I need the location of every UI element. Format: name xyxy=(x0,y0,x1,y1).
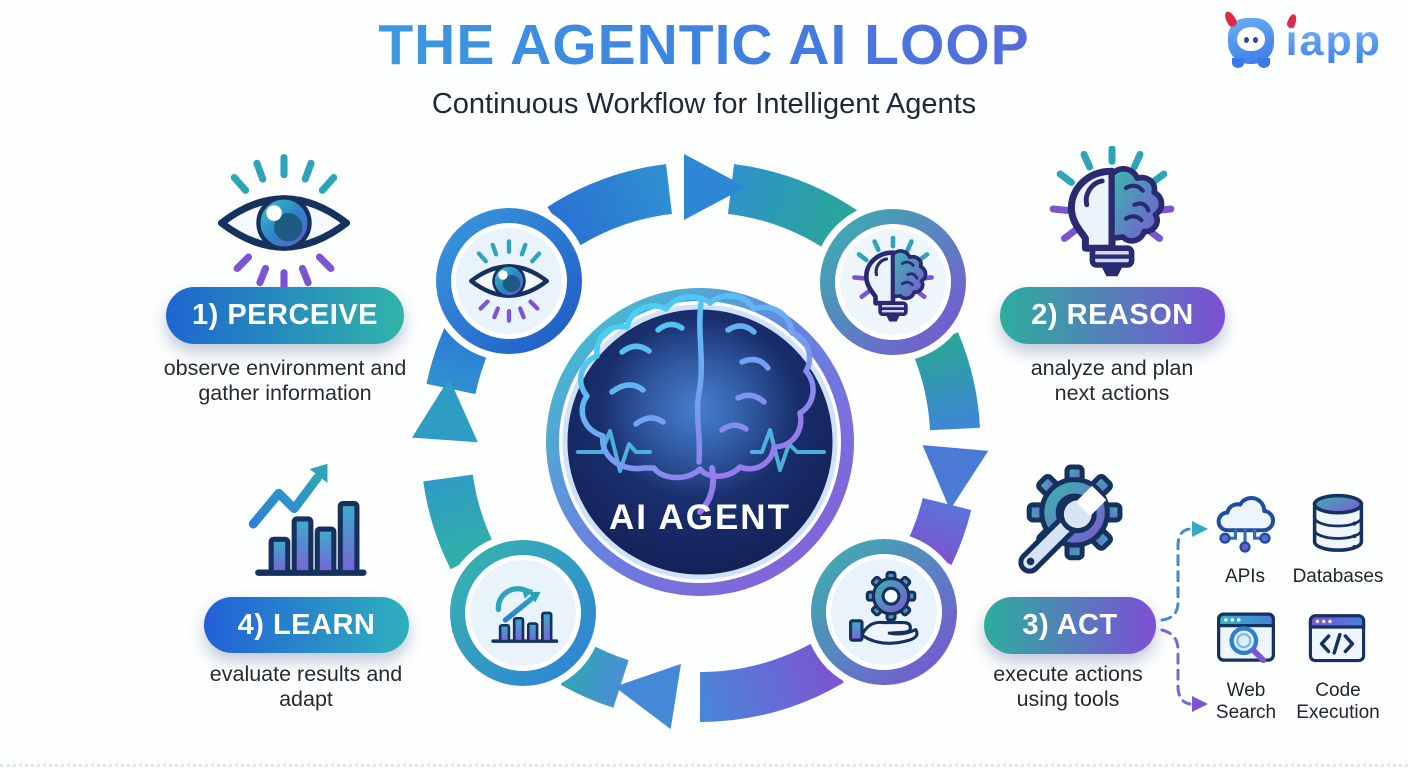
page-subtitle: Continuous Workflow for Intelligent Agen… xyxy=(431,88,977,120)
stage-pill-perceive: 1) PERCEIVE xyxy=(166,287,404,344)
mascot-face xyxy=(1236,27,1265,51)
center-node xyxy=(540,282,860,602)
connector-arrow-apis xyxy=(1192,521,1208,537)
stage-desc-reason: analyze and plan next actions xyxy=(1030,356,1194,406)
bottom-dotted-divider xyxy=(0,764,1408,767)
database-icon xyxy=(1312,493,1364,552)
bar-chart-growth-icon xyxy=(253,464,363,573)
tool-label-apis: APIs xyxy=(1224,566,1266,587)
arc-reason-to-act-2 xyxy=(906,497,972,565)
robot-mascot-icon xyxy=(1222,9,1274,68)
cloud-api-icon xyxy=(1219,498,1273,551)
node-learn xyxy=(443,533,603,693)
center-label: AI AGENT xyxy=(609,498,791,537)
node-act xyxy=(804,532,964,692)
eye-icon xyxy=(222,158,347,289)
arrow-top-icon xyxy=(684,154,746,220)
stage-desc-act: execute actions using tools xyxy=(993,662,1143,712)
tool-label-web-search: Web Search xyxy=(1215,680,1277,723)
connector-arrow-websearch xyxy=(1192,696,1208,712)
stage-pill-reason: 2) REASON xyxy=(1000,287,1225,344)
arrow-bottom-icon xyxy=(614,663,681,730)
arc-act-to-learn-1 xyxy=(699,639,844,723)
gear-wrench-icon xyxy=(1012,467,1120,580)
code-execution-icon xyxy=(1308,613,1366,663)
arc-perceive-to-reason-2 xyxy=(727,164,858,252)
arrow-left-icon xyxy=(411,378,478,443)
tool-label-databases: Databases xyxy=(1292,566,1384,587)
node-perceive xyxy=(429,201,589,361)
pulse-line xyxy=(576,428,826,473)
stage-desc-learn: evaluate results and adapt xyxy=(209,662,403,712)
arc-learn-to-perceive-1 xyxy=(423,474,496,570)
brand-logo: iapp xyxy=(1222,9,1382,68)
brain-icon xyxy=(577,293,816,515)
page-title: THE AGENTIC AI LOOP xyxy=(0,12,1408,78)
arc-perceive-to-reason-1 xyxy=(547,164,673,250)
node-reason xyxy=(813,202,973,362)
web-search-icon xyxy=(1219,614,1274,660)
stage-pill-learn: 4) LEARN xyxy=(204,597,409,653)
arc-reason-to-act-1 xyxy=(911,332,980,431)
loop-arrowheads xyxy=(411,154,989,730)
arrow-right-icon xyxy=(922,445,989,510)
lightbulb-brain-icon xyxy=(1053,149,1171,276)
act-tool-connectors xyxy=(1160,527,1192,706)
stage-desc-perceive: observe environment and gather informati… xyxy=(163,356,407,406)
tool-label-code-execution: Code Execution xyxy=(1296,680,1380,723)
stage-pill-act: 3) ACT xyxy=(984,597,1156,654)
